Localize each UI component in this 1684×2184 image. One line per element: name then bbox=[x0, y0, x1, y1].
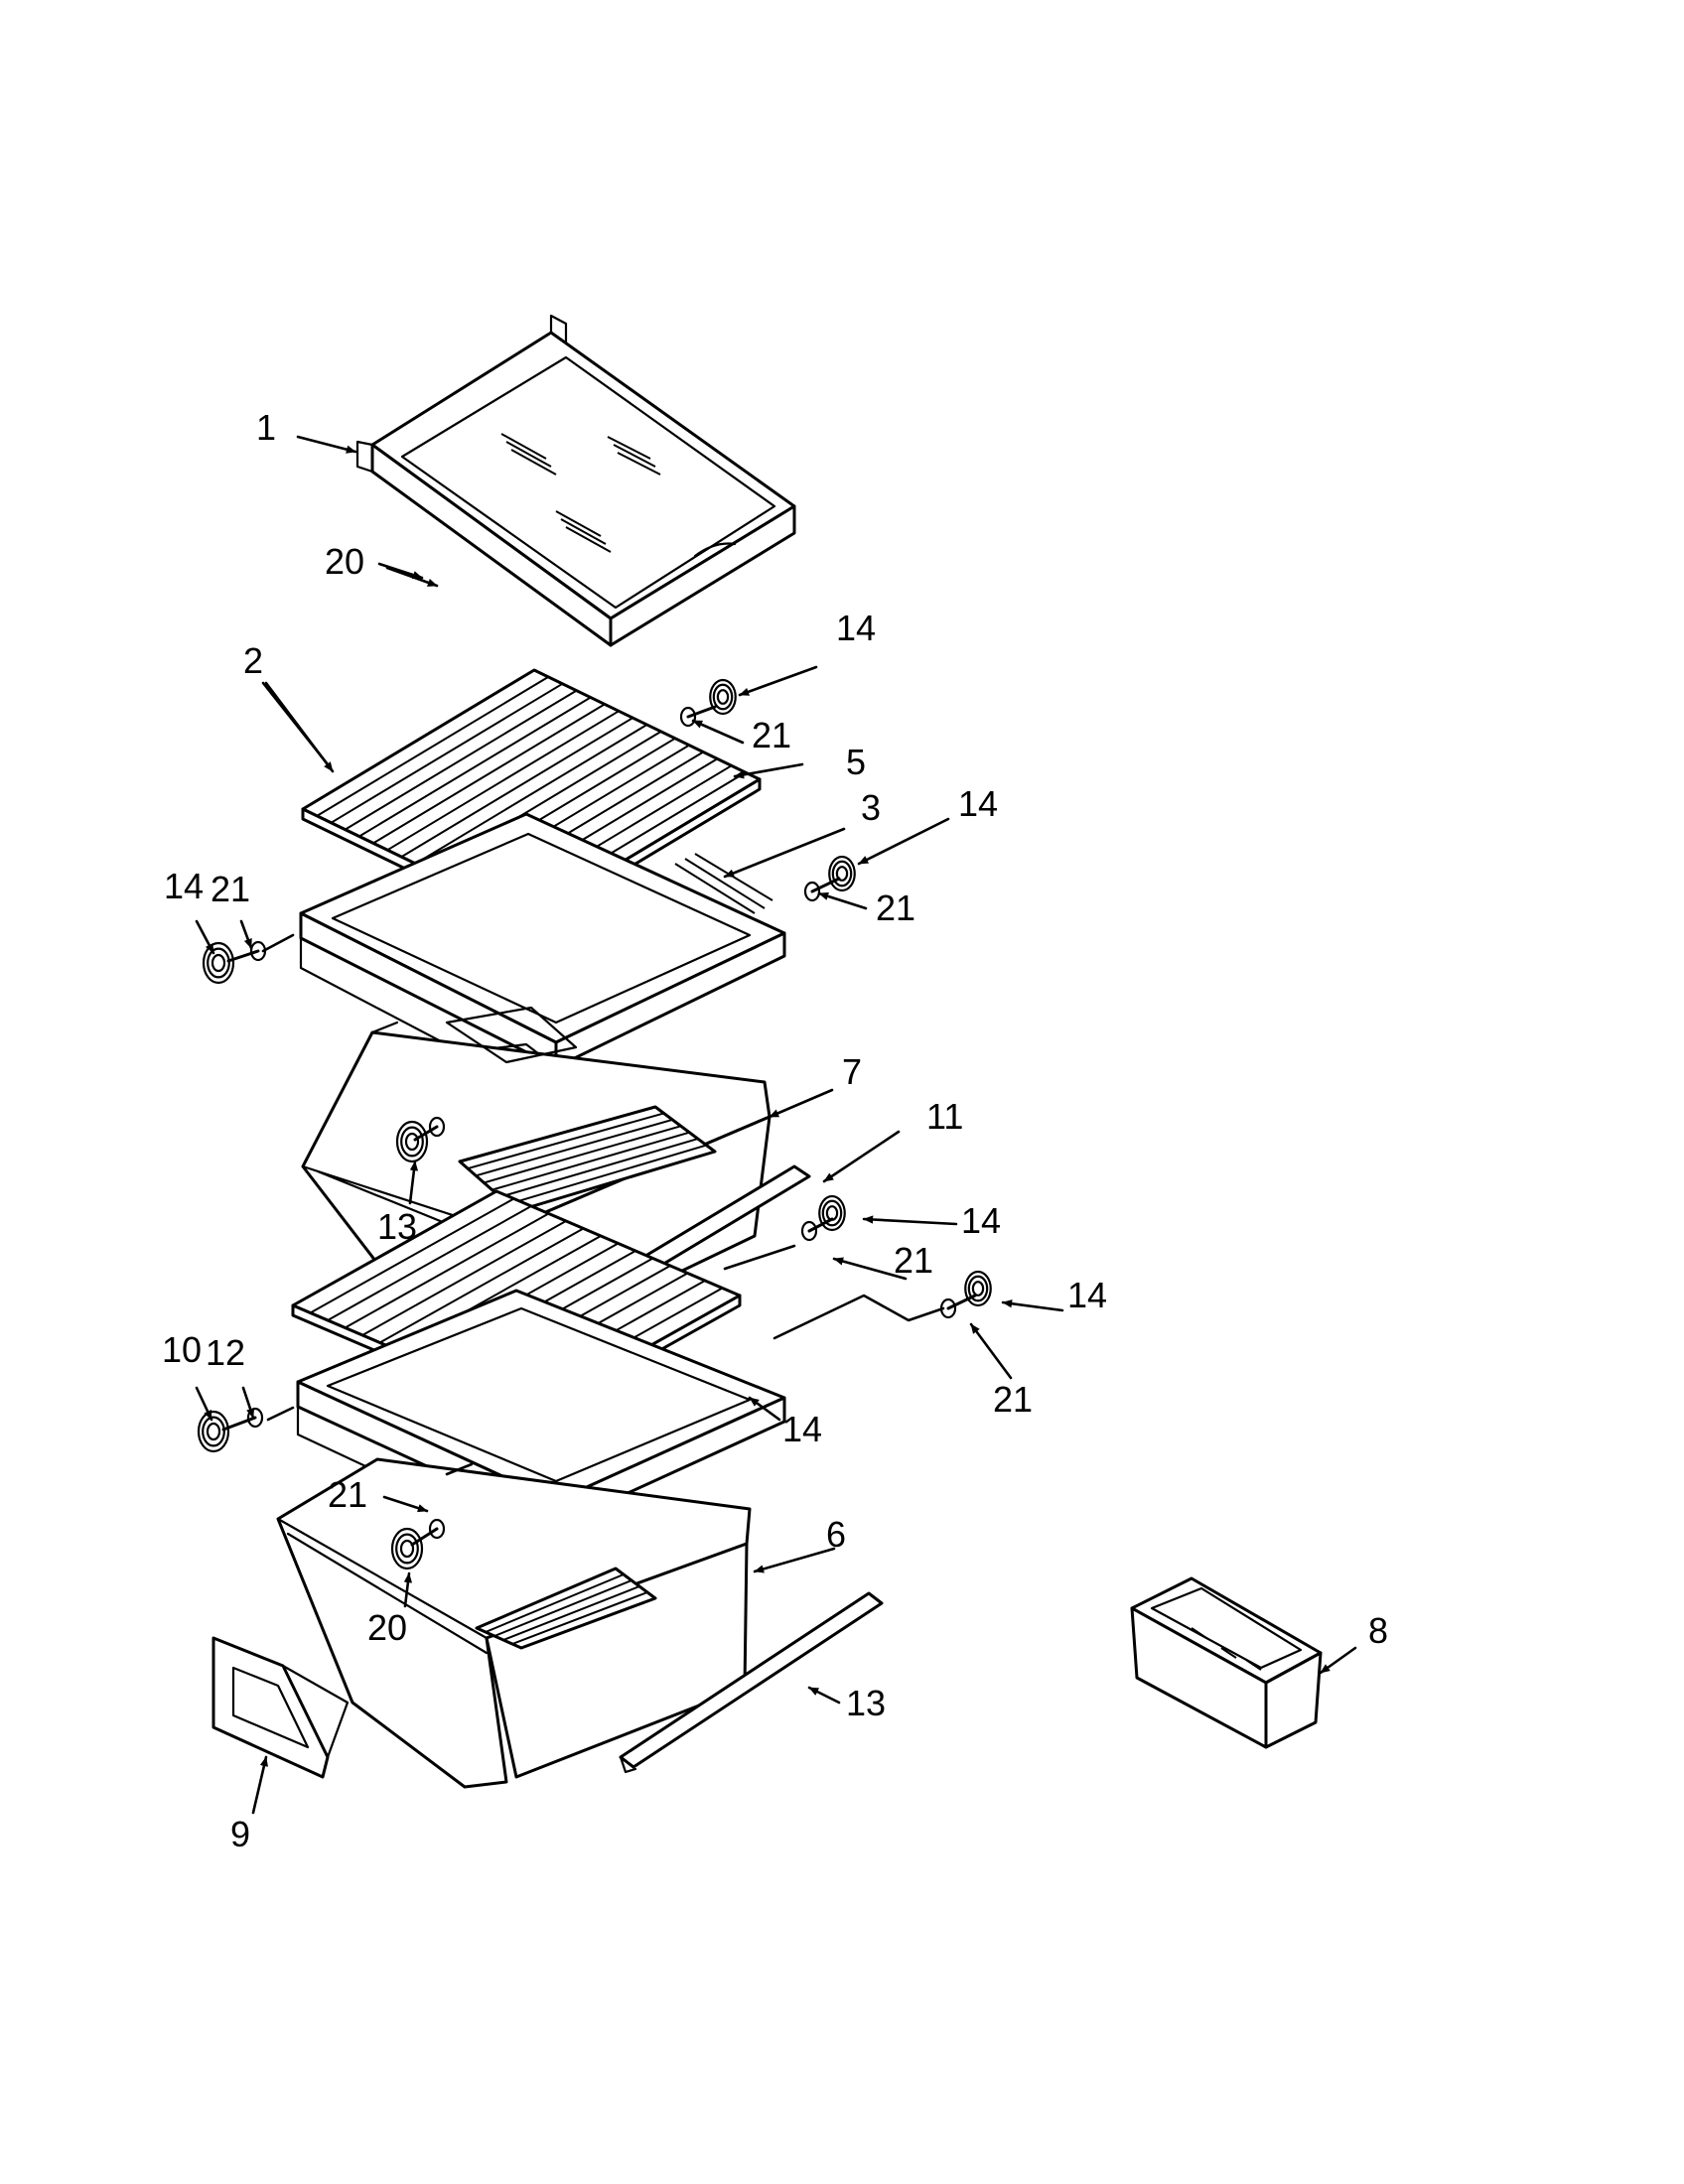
callout-10: 13 bbox=[846, 1683, 886, 1723]
callout-3: 3 bbox=[861, 787, 881, 828]
shelf-ribs bbox=[316, 676, 747, 912]
wheel-icon bbox=[390, 1527, 424, 1570]
screw-icon bbox=[803, 877, 841, 902]
top-shelf-part bbox=[355, 314, 796, 647]
shelf-ribs bbox=[467, 1112, 707, 1205]
callout-5: 5 bbox=[846, 742, 866, 782]
callout-21-middle-right: 21 bbox=[894, 1240, 933, 1281]
callout-21-lower-left: 12 bbox=[206, 1332, 245, 1373]
callout-8: 6 bbox=[826, 1514, 846, 1555]
callout-14-upper-right: 14 bbox=[958, 783, 998, 824]
callout-14-lower-left: 10 bbox=[162, 1329, 202, 1370]
callout-9: 8 bbox=[1368, 1610, 1388, 1651]
callout-12: 9 bbox=[230, 1814, 250, 1854]
roller-wheel-icon bbox=[197, 1410, 230, 1453]
callout-7: 7 bbox=[842, 1051, 862, 1092]
screw-icon bbox=[679, 705, 717, 728]
screw-icon bbox=[939, 1294, 977, 1319]
callout-21-upper-left: 21 bbox=[210, 869, 250, 909]
shelf-ribs bbox=[485, 1573, 648, 1645]
leader-lines bbox=[195, 435, 1357, 1815]
callout-2: 2 bbox=[243, 640, 263, 681]
callout-14-top: 14 bbox=[836, 608, 876, 648]
callout-6: 14 bbox=[782, 1409, 822, 1449]
screw-icon bbox=[800, 1217, 834, 1242]
roller-wheel-icon bbox=[709, 678, 737, 716]
callout-21-top: 21 bbox=[752, 715, 791, 755]
lower-crisper-pan-part bbox=[276, 1457, 752, 1789]
callout-13-upper: 13 bbox=[377, 1206, 417, 1247]
callout-20-upper: 20 bbox=[325, 541, 364, 582]
label-holder-part bbox=[211, 1636, 350, 1779]
roller-wheel-icon bbox=[828, 855, 856, 892]
screw-icon bbox=[221, 1407, 264, 1432]
screw-icon bbox=[410, 1518, 446, 1547]
screw-icon bbox=[413, 1116, 446, 1142]
callout-14-lower-right: 14 bbox=[1067, 1275, 1107, 1315]
callout-20-lower: 21 bbox=[328, 1474, 367, 1515]
callout-14-upper-left: 14 bbox=[164, 866, 204, 906]
callout-11: 11 bbox=[926, 1096, 963, 1137]
roller-wheel-icon bbox=[964, 1270, 992, 1307]
callout-13-lower: 20 bbox=[367, 1607, 407, 1648]
wheel-icon bbox=[395, 1120, 429, 1163]
callout-21-upper-right: 21 bbox=[876, 887, 915, 928]
callout-labels: 1 14 21 5 3 14 21 14 21 20 7 11 13 2 14 … bbox=[162, 407, 1388, 1854]
fastener-group bbox=[197, 678, 992, 1570]
callout-21-lower-right: 21 bbox=[993, 1379, 1033, 1420]
dairy-bin-part bbox=[1130, 1576, 1323, 1749]
lower-trim-strip-part bbox=[619, 1591, 884, 1774]
screw-icon bbox=[226, 940, 267, 963]
callout-1: 1 bbox=[256, 407, 276, 448]
callout-14-middle-right: 14 bbox=[961, 1200, 1001, 1241]
roller-wheel-icon bbox=[202, 941, 235, 985]
